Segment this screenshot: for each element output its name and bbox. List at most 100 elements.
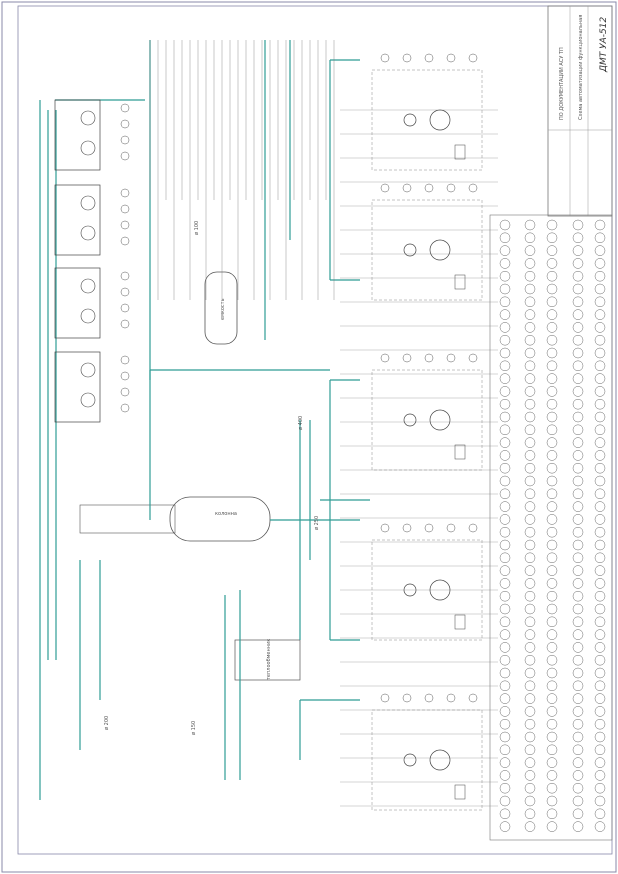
terminal-bubble (572, 629, 584, 640)
terminal-bubble (499, 270, 511, 282)
motor-icon (429, 409, 451, 431)
terminal-bubble (572, 424, 584, 436)
pump-icon (403, 113, 417, 127)
terminal-bubble (524, 462, 536, 474)
terminal-bubble (572, 654, 584, 666)
pump-icon (403, 243, 417, 257)
terminal-bubble (546, 347, 558, 359)
heat-exchanger: теплообменник (234, 639, 301, 681)
terminal-bubble (572, 296, 584, 308)
instrument-bubble (468, 523, 478, 533)
terminal-bubble (499, 667, 511, 679)
terminal-bubble (572, 667, 584, 679)
instrument-bubble (446, 693, 456, 703)
terminal-bubble (546, 578, 558, 589)
terminal-bubble (499, 565, 511, 576)
compressor-icon (80, 308, 96, 324)
terminal-bubble (524, 373, 536, 384)
terminal-bubble (572, 642, 584, 653)
instrument-bubble (120, 236, 130, 246)
terminal-bubble (546, 526, 558, 538)
terminal-bubble (524, 808, 536, 820)
exchanger-label: теплообменник (266, 639, 272, 680)
terminal-bubble (499, 373, 511, 384)
instrument-bubble (468, 183, 478, 193)
terminal-bubble (572, 808, 584, 820)
instrument-bubble (120, 188, 130, 198)
terminal-bubble (572, 821, 584, 832)
terminal-bubble (572, 462, 584, 474)
terminal-bubble (572, 488, 584, 500)
terminal-bubble (499, 424, 511, 436)
terminal-bubble (594, 603, 606, 615)
terminal-bubble (594, 782, 606, 794)
terminal-bubble (546, 398, 558, 410)
terminal-bubble (572, 680, 584, 692)
pump-icon (403, 753, 417, 767)
instrument-bubble (380, 693, 390, 703)
instrument-bubble (402, 53, 412, 63)
terminal-bubble (524, 450, 536, 461)
terminal-bubble (572, 258, 584, 269)
terminal-bubble (499, 462, 511, 474)
motor-icon (429, 109, 451, 131)
compressor-icon (80, 392, 96, 408)
instrument-bubble (446, 183, 456, 193)
terminal-bubble (572, 347, 584, 359)
terminal-bubble (572, 245, 584, 256)
terminal-bubble (546, 808, 558, 820)
terminal-bubble (546, 219, 558, 231)
compressor-icon (80, 140, 96, 156)
terminal-bubble (572, 578, 584, 589)
terminal-bubble (524, 501, 536, 512)
terminal-bubble (546, 680, 558, 692)
terminal-bubble (546, 782, 558, 794)
instrument-bubble (120, 135, 130, 145)
terminal-bubble (594, 590, 606, 602)
terminal-bubble (572, 744, 584, 756)
terminal-bubble (524, 744, 536, 756)
terminal-bubble (546, 616, 558, 628)
terminal-bubble (524, 578, 536, 589)
terminal-bubble (546, 552, 558, 564)
terminal-bubble (524, 590, 536, 602)
terminal-bubble (499, 347, 511, 359)
instrument-bubble (446, 53, 456, 63)
terminal-bubble (499, 680, 511, 692)
terminal-bubble (524, 514, 536, 525)
terminal-bubble (594, 424, 606, 436)
terminal-bubble (572, 757, 584, 768)
terminal-bubble (594, 219, 606, 231)
compressor-icon (80, 195, 96, 211)
title-organization: ПО ДОКУМЕНТАЦИИ АСУ ТП (559, 47, 565, 120)
terminal-bubble (546, 667, 558, 679)
compressor-icon (80, 362, 96, 378)
terminal-bubble (594, 386, 606, 397)
terminal-bubble (546, 654, 558, 666)
pump-frame (371, 709, 483, 811)
terminal-bubble (594, 322, 606, 333)
terminal-bubble (546, 488, 558, 500)
terminal-bubble (499, 283, 511, 295)
terminal-bubble (594, 718, 606, 730)
terminal-bubble (499, 642, 511, 653)
instrument-bubble (120, 403, 130, 413)
instrument-bubble (402, 693, 412, 703)
terminal-bubble (499, 360, 511, 372)
terminal-bubble (524, 731, 536, 743)
instrument-bubble (380, 183, 390, 193)
terminal-bubble (499, 219, 511, 231)
terminal-bubble (594, 501, 606, 512)
terminal-bubble (594, 706, 606, 717)
terminal-bubble (499, 744, 511, 756)
terminal-bubble (594, 232, 606, 244)
terminal-bubble (499, 437, 511, 448)
strip-frame (489, 214, 613, 841)
starter-box (454, 144, 466, 160)
terminal-bubble (572, 590, 584, 602)
terminal-bubble (572, 232, 584, 244)
terminal-bubble (546, 232, 558, 244)
terminal-bubble (499, 552, 511, 564)
terminal-bubble (499, 821, 511, 832)
terminal-bubble (572, 782, 584, 794)
